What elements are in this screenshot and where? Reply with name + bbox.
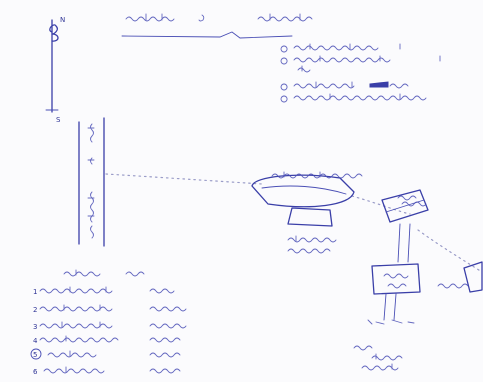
legend-row-4-handwriting: [39, 335, 181, 343]
legend-row-5-marker-circle: [30, 348, 42, 360]
title-right-handwriting: [257, 13, 313, 22]
south-east-ground-marks: [367, 319, 415, 325]
building-south-east-outline: [371, 263, 421, 295]
compass: N S: [45, 16, 65, 124]
south-east-path-line-b: [393, 293, 397, 321]
lower-building-outline: [287, 207, 333, 227]
title-left-handwriting: [125, 13, 175, 22]
lower-building-label-handwriting: [287, 235, 337, 254]
note-5-handwriting: [280, 93, 427, 103]
legend-row-5-handwriting: [47, 350, 181, 358]
bottom-label: [353, 345, 403, 371]
legend-row-4-marker: 4: [33, 337, 38, 345]
east-path-line-b: [407, 223, 411, 263]
east-path-line-a: [397, 223, 401, 263]
building-south-east-label-handwriting: [383, 273, 409, 289]
compass-north-label: N: [60, 16, 65, 24]
note-4-handwriting: [280, 81, 355, 91]
legend-row-3: 3: [33, 321, 187, 331]
legend-row-3-handwriting: [39, 321, 187, 329]
legend-row-2-handwriting: [39, 304, 187, 312]
notes-list: [280, 43, 441, 103]
far-east-structure: [437, 261, 483, 293]
legend-row-1-marker: 1: [33, 288, 37, 296]
main-building-inner-line: [261, 185, 347, 195]
legend-row-2-marker: 2: [33, 306, 37, 314]
legend-row-1-handwriting: [39, 286, 175, 294]
main-building: [251, 171, 363, 208]
legend: 1 2 3 4 5: [30, 269, 187, 376]
road: [78, 117, 105, 247]
road-label-mid-handwriting: [87, 157, 95, 165]
lower-building: [287, 207, 337, 254]
legend-row-1: 1: [33, 286, 175, 296]
small-building-east: [381, 189, 429, 263]
bottom-label-handwriting: [353, 345, 403, 371]
small-building-east-label-handwriting: [397, 195, 427, 207]
legend-row-4: 4: [33, 335, 181, 345]
note-2-handwriting: [280, 55, 441, 65]
legend-row-5-marker: 5: [33, 351, 37, 359]
road-label-bottom-handwriting: [87, 191, 95, 223]
compass-south-label: S: [56, 116, 61, 124]
legend-row-5: 5: [30, 348, 181, 360]
title-underline: [121, 31, 293, 39]
title: [121, 13, 313, 39]
road-label-top-handwriting: [87, 123, 95, 143]
legend-row-6-handwriting: [43, 366, 181, 374]
title-mark-handwriting: [198, 14, 205, 22]
note-4-tail-handwriting: [389, 83, 409, 89]
dotted-footpath: [105, 173, 483, 273]
legend-row-6: 6: [33, 366, 181, 376]
far-east-label-handwriting: [437, 283, 469, 289]
main-building-label-handwriting: [271, 171, 363, 179]
legend-row-3-marker: 3: [33, 323, 37, 331]
far-east-outline: [463, 261, 483, 293]
note-3-handwriting: [297, 65, 311, 73]
north-arrow-icon: [49, 24, 59, 42]
road-label-end-handwriting: [90, 225, 94, 239]
legend-row-6-marker: 6: [33, 368, 38, 376]
note-1-handwriting: [280, 43, 401, 53]
legend-row-2: 2: [33, 304, 187, 314]
legend-heading-handwriting: [63, 269, 145, 277]
building-south-east: [367, 263, 421, 325]
note-4-ink-blot: [369, 81, 389, 88]
small-building-east-outline: [381, 189, 429, 223]
main-building-outline: [251, 174, 355, 208]
south-east-path-line-a: [383, 293, 387, 321]
